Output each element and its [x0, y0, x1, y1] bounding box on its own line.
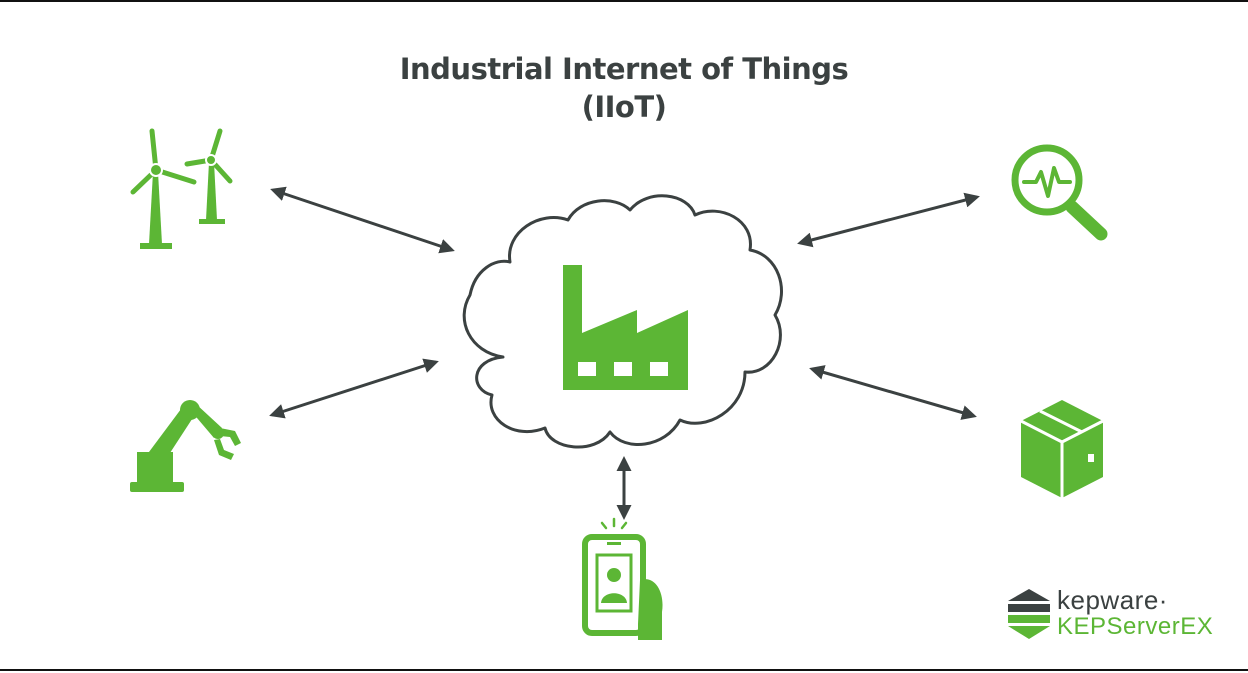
connection-arrows: [269, 186, 980, 520]
mobile-phone-icon: [582, 517, 663, 640]
brand-product: KEPServerEX: [1057, 613, 1214, 640]
diagram-title: Industrial Internet of Things (IIoT): [300, 50, 948, 126]
arrow-robotic-arm: [269, 358, 439, 419]
kepware-logo: kepware· KEPServerEX: [1004, 585, 1234, 645]
arrow-analytics: [797, 192, 980, 248]
bottom-border: [0, 669, 1248, 671]
factory-icon: [563, 265, 688, 390]
magnifier-waveform-icon: [1011, 144, 1108, 241]
arrow-package: [809, 365, 977, 420]
robotic-arm-icon: [130, 400, 241, 492]
package-box-icon: [1020, 400, 1104, 498]
title-line-2: (IIoT): [581, 90, 667, 124]
kepware-hexagon-icon: [1008, 589, 1050, 639]
brand-name: kepware·: [1057, 585, 1168, 615]
wind-turbines-icon: [130, 128, 233, 249]
top-border: [0, 0, 1248, 2]
arrow-wind-turbines: [270, 186, 455, 254]
title-line-1: Industrial Internet of Things: [399, 52, 849, 86]
